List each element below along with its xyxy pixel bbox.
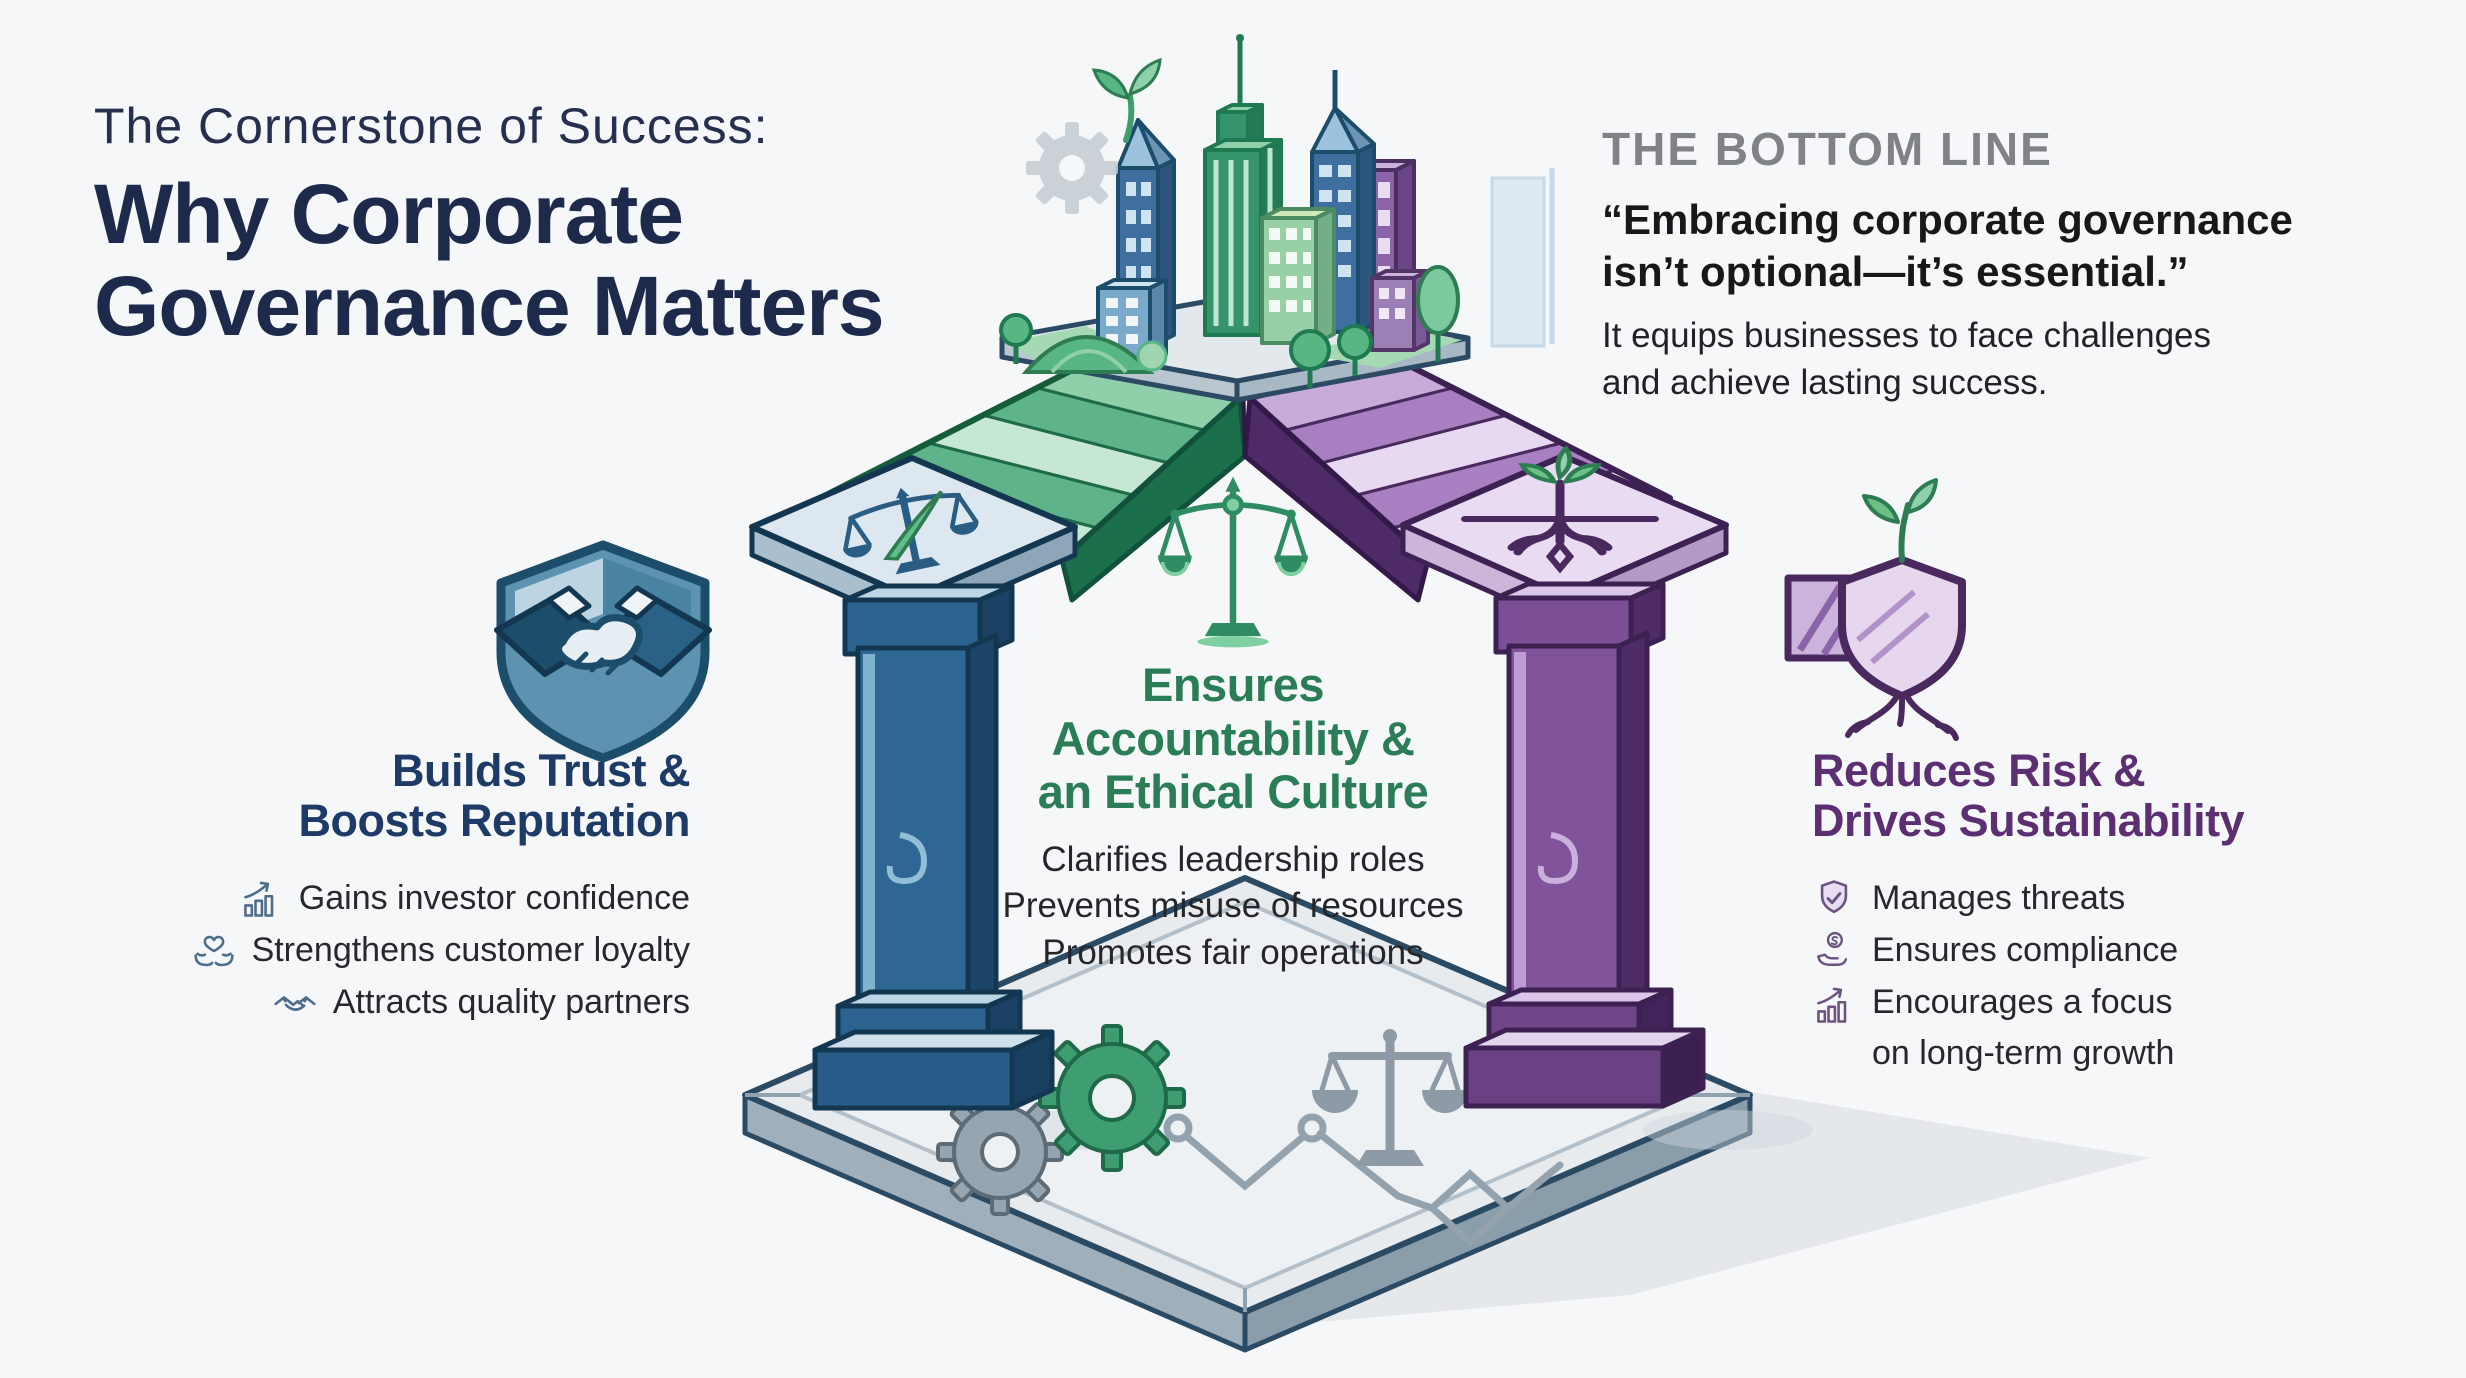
balance-scales-icon: [843, 487, 979, 575]
bullet-label-line1: Encourages a focus: [1872, 982, 2173, 1021]
left-panel-bullets: Gains investor confidence Strengthens cu…: [90, 873, 690, 1029]
list-item: Prevents misuse of resources: [1002, 886, 1464, 926]
builds-trust-panel: Builds Trust & Boosts Reputation Gains i…: [90, 745, 691, 1029]
center-panel-heading-line2: Accountability &: [1051, 711, 1415, 765]
pillar-shadow: [1643, 1110, 1813, 1150]
bottom-line-body-line2: and achieve lasting success.: [1602, 362, 2048, 402]
bottom-line-quote-line1: “Embracing corporate governance: [1602, 196, 2293, 243]
center-panel-heading: Ensures Accountability & an Ethical Cult…: [933, 658, 1533, 819]
bullet-label: Attracts quality partners: [332, 983, 690, 1022]
list-item: Encourages a focus on long-term growth: [1812, 977, 2452, 1081]
balance-scales-icon: [1158, 476, 1308, 648]
list-item: Strengthens customer loyalty: [90, 925, 690, 977]
bullet-label: Gains investor confidence: [298, 879, 690, 918]
bottom-line-section: THE BOTTOM LINE “Embracing corporate gov…: [1602, 126, 2452, 406]
left-panel-heading-line1: Builds Trust &: [391, 745, 691, 796]
right-panel-bullets: Manages threats Ensures compliance: [1812, 873, 2452, 1081]
center-panel-heading-line1: Ensures: [1142, 658, 1324, 711]
title-headline-line2: Governance Matters: [94, 258, 885, 353]
right-panel-heading-line2: Drives Sustainability: [1812, 795, 2245, 847]
plant-roots-icon: [1461, 445, 1659, 574]
balance-scales-icon: [1312, 1029, 1468, 1166]
title-headline-line1: Why Corporate: [94, 166, 684, 261]
trees: [999, 265, 1460, 388]
list-item: Ensures compliance: [1812, 925, 2452, 977]
circuit-icon: [1163, 1113, 1564, 1247]
bullet-label: Strengthens customer loyalty: [251, 931, 690, 970]
shield-check-icon: [1812, 877, 1856, 921]
center-panel-heading-line3: an Ethical Culture: [1037, 765, 1429, 819]
bullet-label: Ensures compliance: [1872, 931, 2179, 970]
bottom-line-quote-line2: isn’t optional—it’s essential.”: [1602, 247, 2189, 295]
bottom-line-quote: “Embracing corporate governance isn’t op…: [1602, 194, 2452, 297]
sprout-icon: [1091, 57, 1162, 143]
left-panel-heading: Builds Trust & Boosts Reputation: [90, 745, 691, 847]
faint-tower: [1490, 168, 1555, 348]
bullet-label: Manages threats: [1872, 879, 2126, 918]
reduces-risk-panel: Reduces Risk & Drives Sustainability Man…: [1812, 745, 2452, 1081]
handshake-icon: [273, 981, 317, 1025]
title-kicker: The Cornerstone of Success:: [94, 98, 769, 154]
shield-sprout-icon: [1784, 478, 1966, 741]
right-panel-heading-line1: Reduces Risk &: [1812, 745, 2146, 796]
bullet-label-line2: on long-term growth: [1872, 1033, 2175, 1072]
city-buildings: [1096, 34, 1430, 364]
list-item: Promotes fair operations: [1042, 932, 1424, 972]
blue-pillar: [749, 455, 1078, 1111]
hands-heart-icon: [192, 929, 236, 973]
page-title: The Cornerstone of Success: Why Corporat…: [94, 98, 1014, 352]
bullet-label: Encourages a focus on long-term growth: [1872, 977, 2174, 1079]
list-item: Attracts quality partners: [90, 977, 690, 1029]
title-headline: Why Corporate Governance Matters: [94, 166, 1014, 353]
growth-chart-icon: [1812, 983, 1856, 1027]
list-item: Clarifies leadership roles: [1041, 839, 1425, 879]
shield-handshake-icon: [494, 540, 712, 763]
list-item: Manages threats: [1812, 873, 2452, 925]
gear-icon: [1026, 122, 1118, 214]
center-panel-items: Clarifies leadership roles Prevents misu…: [933, 837, 1533, 977]
growth-chart-icon: [239, 877, 283, 921]
list-item: Gains investor confidence: [90, 873, 690, 925]
ground-shadow: [1250, 1092, 2150, 1328]
bottom-line-body-line1: It equips businesses to face challenges: [1602, 316, 2211, 356]
accountability-panel: Ensures Accountability & an Ethical Cult…: [933, 472, 1533, 976]
left-panel-heading-line2: Boosts Reputation: [298, 795, 691, 847]
hand-coin-icon: [1812, 929, 1856, 973]
right-panel-heading: Reduces Risk & Drives Sustainability: [1812, 745, 2452, 847]
bottom-line-body: It equips businesses to face challenges …: [1602, 313, 2452, 405]
bottom-line-label: THE BOTTOM LINE: [1602, 123, 2053, 175]
